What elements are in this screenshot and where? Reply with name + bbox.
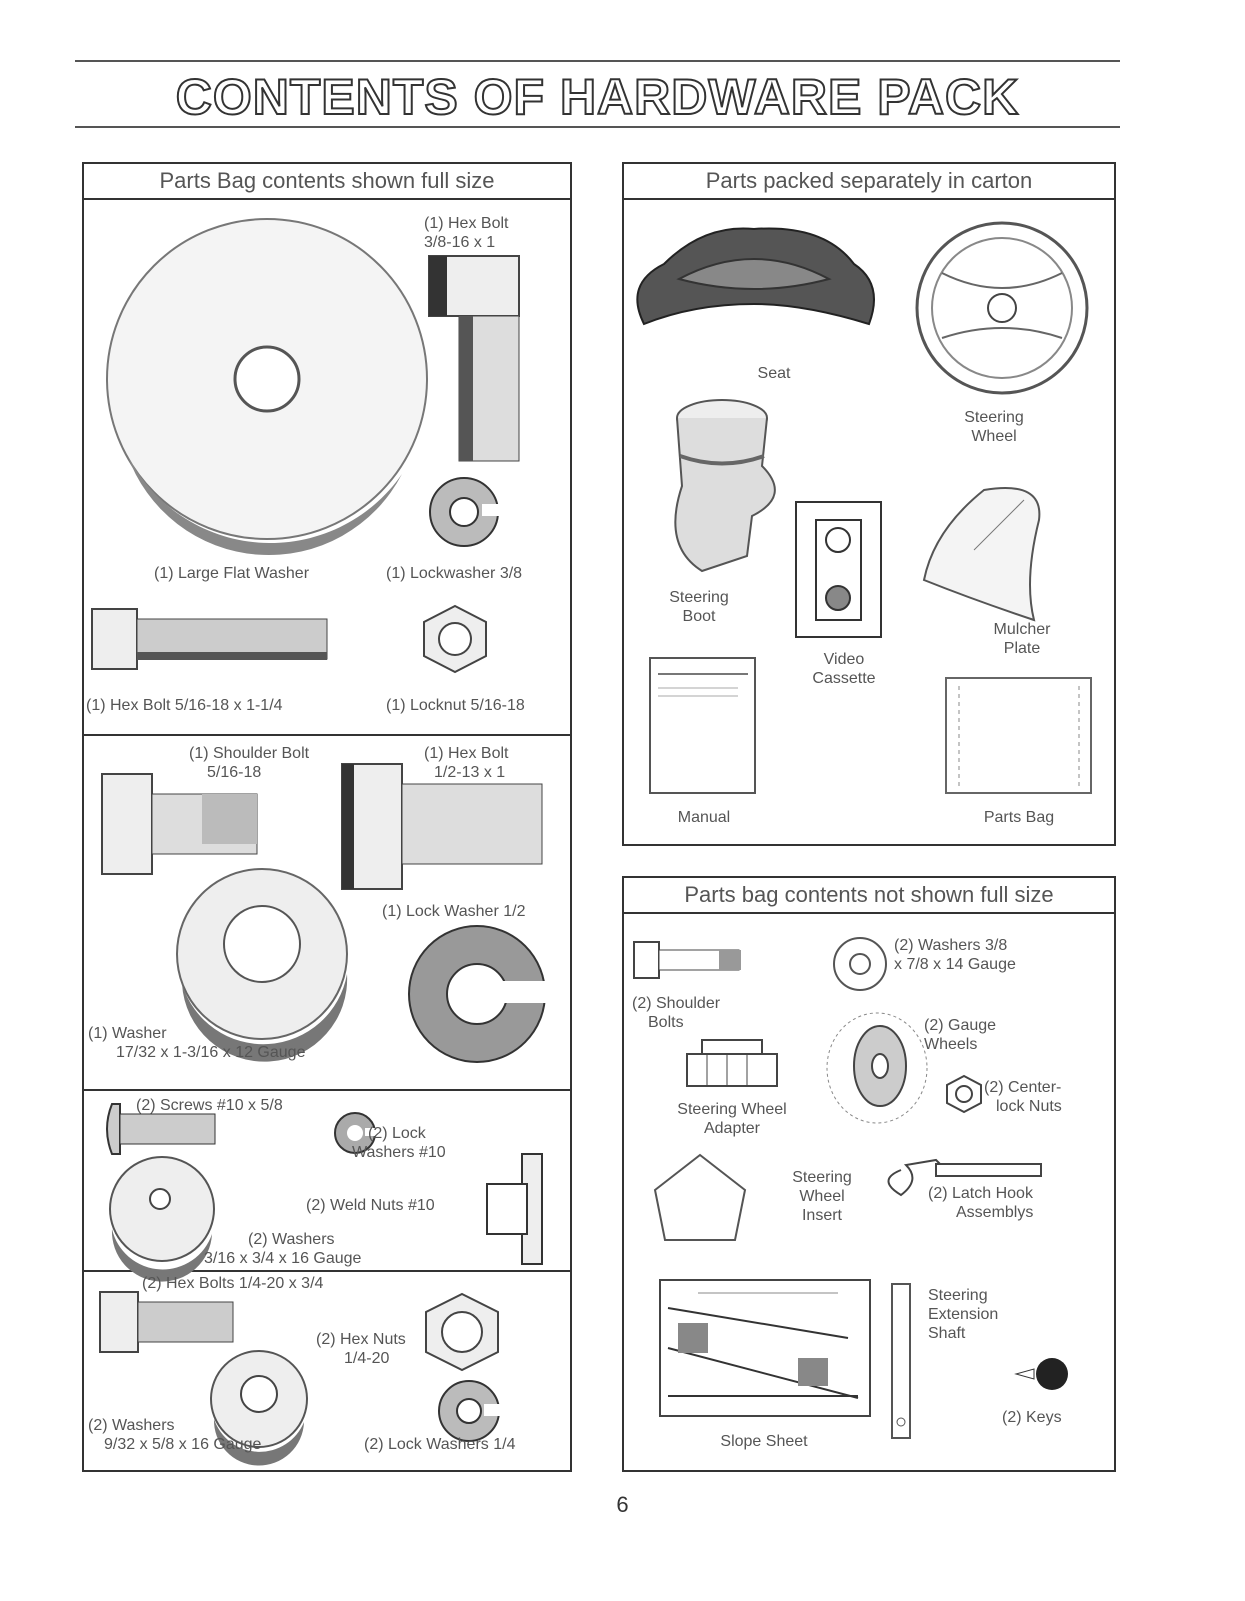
parts-bag-not-full-size-panel: Parts bag contents not shown full size (… <box>622 876 1116 1472</box>
latch-hook-icon <box>887 1158 1042 1197</box>
hex-bolt-516-icon <box>91 608 328 670</box>
hex-bolt-12-label: (1) Hex Bolt 1/2-13 x 1 <box>424 745 509 781</box>
lock-washer-12-icon <box>408 925 552 1063</box>
hex-bolt-516-label: (1) Hex Bolt 5/16-18 x 1-1/4 <box>86 697 283 714</box>
washer-1732-icon <box>176 868 348 1062</box>
section-divider <box>84 1270 570 1272</box>
steering-wheel-insert-label: Steering Wheel Insert <box>792 1169 852 1224</box>
hex-bolts-14-label: (2) Hex Bolts 1/4-20 x 3/4 <box>142 1275 324 1292</box>
shoulder-bolts-label: (2) Shoulder Bolts <box>632 995 721 1031</box>
lock-washers-14-label: (2) Lock Washers 1/4 <box>364 1436 516 1453</box>
washer-1732-label: (1) Washer 17/32 x 1-3/16 x 12 Gauge <box>88 1025 306 1061</box>
seat-icon <box>636 227 875 326</box>
steering-extension-shaft-label: Steering Extension Shaft <box>928 1287 999 1342</box>
screws-10-icon <box>106 1103 216 1155</box>
large-flat-washer-icon <box>106 218 428 556</box>
mulcher-plate-icon <box>922 487 1041 622</box>
parts-bag-icon <box>945 677 1092 794</box>
manual-label: Manual <box>677 809 731 826</box>
keys-icon <box>1014 1358 1068 1390</box>
hex-nuts-14-icon <box>425 1292 499 1372</box>
steering-wheel-adapter-label: Steering Wheel Adapter <box>677 1101 787 1137</box>
steering-wheel-adapter-icon <box>686 1039 778 1087</box>
steering-wheel-label: Steering Wheel <box>964 409 1024 445</box>
section-divider <box>84 734 570 736</box>
seat-label: Seat <box>757 365 791 382</box>
lock-washers-14-icon <box>438 1380 504 1442</box>
section-divider <box>84 1089 570 1091</box>
large-flat-washer-label: (1) Large Flat Washer <box>154 565 310 582</box>
locknut-516-label: (1) Locknut 5/16-18 <box>386 697 525 714</box>
locknut-516-icon <box>423 604 487 674</box>
mulcher-plate-label: Mulcher Plate <box>993 621 1051 657</box>
shoulder-bolts-icon <box>633 941 741 979</box>
top-rule <box>75 60 1120 62</box>
manual-icon <box>649 657 756 794</box>
center-lock-nuts-label: (2) Center- lock Nuts <box>984 1079 1062 1115</box>
steering-wheel-icon <box>915 221 1089 395</box>
video-cassette-icon <box>795 501 882 638</box>
washers-932-icon <box>210 1350 308 1466</box>
keys-label: (2) Keys <box>1002 1409 1062 1426</box>
page-number: 6 <box>616 1492 629 1517</box>
panel-header: Parts packed separately in carton <box>624 164 1114 200</box>
steering-extension-shaft-icon <box>891 1283 911 1439</box>
hex-bolts-14-icon <box>99 1291 234 1353</box>
washers-316-label: (2) Washers 3/16 x 3/4 x 16 Gauge <box>204 1231 362 1267</box>
gauge-wheels-label: (2) Gauge Wheels <box>924 1017 997 1053</box>
hex-bolt-38-label: (1) Hex Bolt 3/8-16 x 1 <box>424 215 509 251</box>
video-cassette-label: Video Cassette <box>812 651 876 687</box>
latch-hook-assemblys-label: (2) Latch Hook Assemblys <box>928 1185 1034 1221</box>
panel-header: Parts Bag contents shown full size <box>84 164 570 200</box>
hex-bolt-12-icon <box>341 763 543 890</box>
washers-932-label: (2) Washers 9/32 x 5/8 x 16 Gauge <box>88 1417 262 1453</box>
parts-packed-separately-panel: Parts packed separately in carton Seat S… <box>622 162 1116 846</box>
shoulder-bolt-label: (1) Shoulder Bolt 5/16-18 <box>189 745 310 781</box>
slope-sheet-icon <box>659 1279 871 1417</box>
steering-boot-icon <box>674 399 776 573</box>
washers-38-icon <box>833 937 887 991</box>
weld-nuts-10-icon <box>486 1153 543 1265</box>
washers-38-label: (2) Washers 3/8 x 7/8 x 14 Gauge <box>894 937 1016 973</box>
title-rule <box>75 126 1120 128</box>
center-lock-nuts-icon <box>946 1074 982 1114</box>
steering-wheel-insert-icon <box>653 1153 747 1241</box>
lockwasher-38-label: (1) Lockwasher 3/8 <box>386 565 523 582</box>
gauge-wheels-icon <box>826 1012 928 1124</box>
weld-nuts-10-label: (2) Weld Nuts #10 <box>306 1197 435 1214</box>
lock-washers-10-icon <box>334 1112 379 1154</box>
hex-nuts-14-label: (2) Hex Nuts 1/4-20 <box>316 1331 406 1367</box>
washers-316-icon <box>109 1156 215 1282</box>
panel-header: Parts bag contents not shown full size <box>624 878 1114 914</box>
parts-bag-label: Parts Bag <box>983 809 1055 826</box>
parts-bag-full-size-panel: Parts Bag contents shown full size (1) H… <box>82 162 572 1472</box>
slope-sheet-label: Slope Sheet <box>720 1433 808 1450</box>
page-title: CONTENTS OF HARDWARE PACK <box>175 68 1020 126</box>
screws-10-label: (2) Screws #10 x 5/8 <box>136 1097 283 1114</box>
hex-bolt-38-icon <box>428 255 520 462</box>
lockwasher-38-icon <box>429 477 502 547</box>
lock-washers-10-label: (2) Lock Washers #10 <box>352 1125 446 1161</box>
lock-washer-12-label: (1) Lock Washer 1/2 <box>382 903 526 920</box>
shoulder-bolt-icon <box>101 773 258 875</box>
steering-boot-label: Steering Boot <box>669 589 729 625</box>
